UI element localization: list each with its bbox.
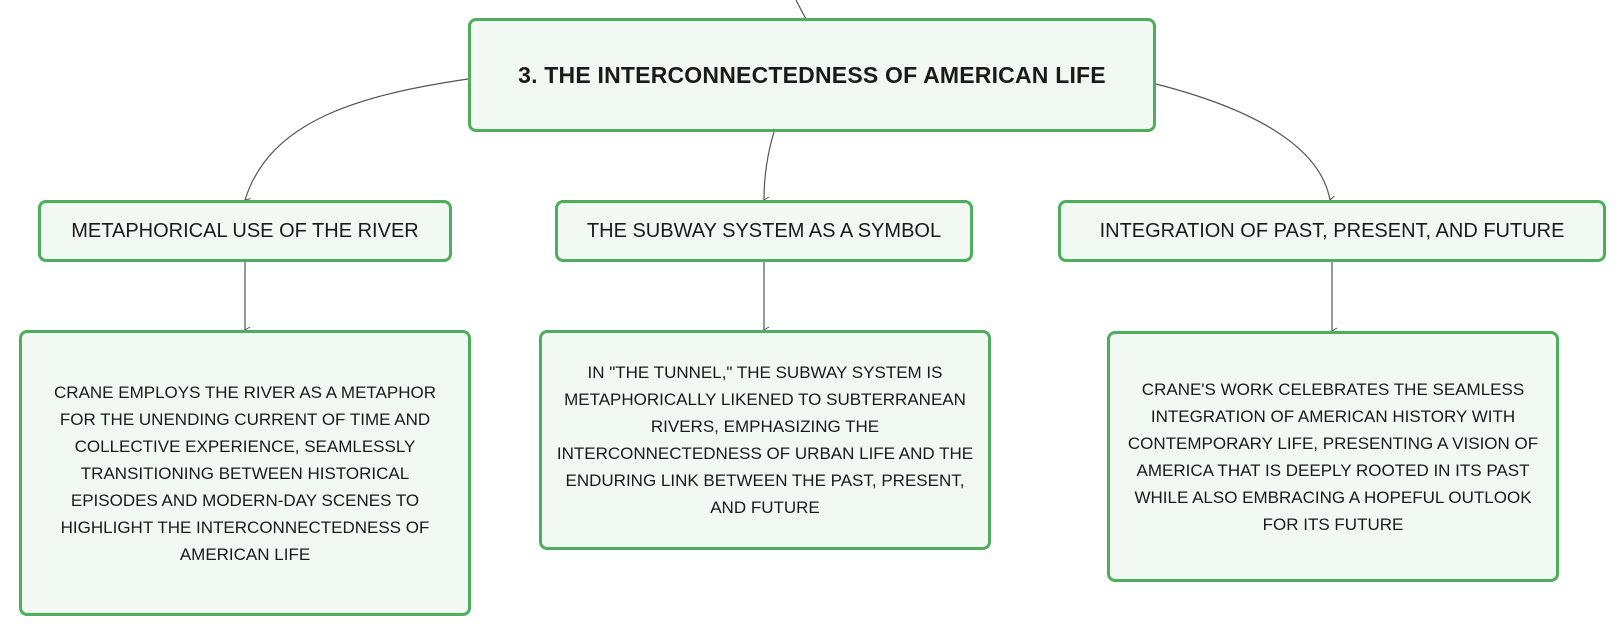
topic-node-integration[interactable]: INTEGRATION OF PAST, PRESENT, AND FUTURE bbox=[1058, 200, 1606, 262]
root-node-label: 3. THE INTERCONNECTEDNESS OF AMERICAN LI… bbox=[518, 61, 1106, 88]
detail-node-text: IN "THE TUNNEL," THE SUBWAY SYSTEM IS ME… bbox=[556, 363, 974, 517]
detail-node-integration[interactable]: CRANE'S WORK CELEBRATES THE SEAMLESS INT… bbox=[1107, 331, 1559, 582]
detail-node-subway[interactable]: IN "THE TUNNEL," THE SUBWAY SYSTEM IS ME… bbox=[539, 330, 991, 550]
connector-root-topic-2 bbox=[763, 131, 775, 204]
detail-node-river[interactable]: CRANE EMPLOYS THE RIVER AS A METAPHOR FO… bbox=[19, 330, 471, 616]
connector-root-topic-1 bbox=[244, 78, 469, 205]
topic-node-label: METAPHORICAL USE OF THE RIVER bbox=[71, 219, 419, 242]
detail-node-text: CRANE EMPLOYS THE RIVER AS A METAPHOR FO… bbox=[54, 382, 436, 564]
topic-node-label: INTEGRATION OF PAST, PRESENT, AND FUTURE bbox=[1099, 219, 1565, 242]
topic-node-subway[interactable]: THE SUBWAY SYSTEM AS A SYMBOL bbox=[555, 200, 973, 262]
connector-root-topic-3 bbox=[1155, 83, 1336, 203]
root-node[interactable]: 3. THE INTERCONNECTEDNESS OF AMERICAN LI… bbox=[468, 18, 1156, 132]
connector-incoming-root bbox=[795, 0, 807, 20]
detail-node-text: CRANE'S WORK CELEBRATES THE SEAMLESS INT… bbox=[1127, 379, 1539, 534]
topic-node-river[interactable]: METAPHORICAL USE OF THE RIVER bbox=[38, 200, 452, 262]
topic-node-label: THE SUBWAY SYSTEM AS A SYMBOL bbox=[586, 219, 942, 242]
